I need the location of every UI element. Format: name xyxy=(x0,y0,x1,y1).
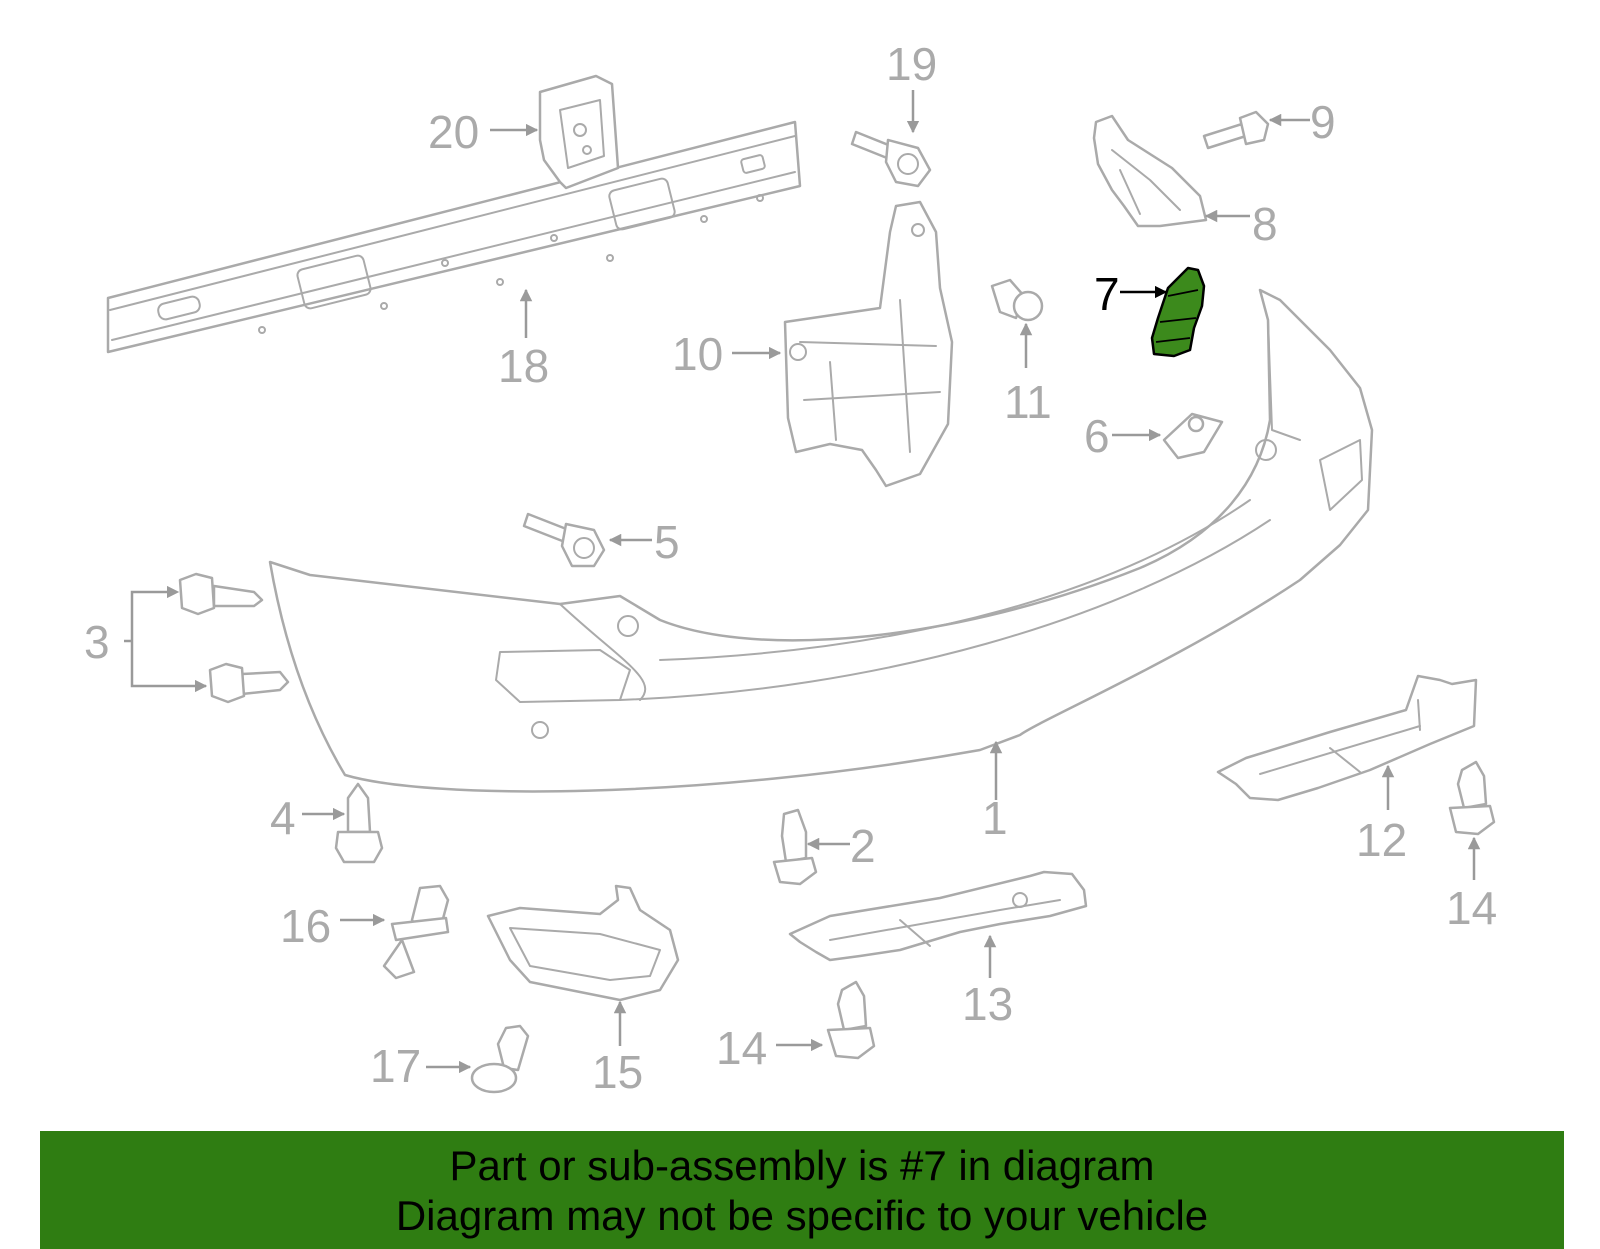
bolt-4-part xyxy=(334,782,384,864)
bracket-20-part xyxy=(538,74,620,190)
label-17: 17 xyxy=(370,1040,421,1092)
under-cover-12-part xyxy=(1216,674,1478,802)
label-11: 11 xyxy=(1004,376,1052,428)
label-12: 12 xyxy=(1356,814,1407,866)
highlighted-part-7[interactable] xyxy=(1150,266,1206,358)
label-13: 13 xyxy=(962,978,1013,1030)
clip-14-bottom-part xyxy=(826,980,876,1060)
label-16: 16 xyxy=(280,900,331,952)
label-14-right: 14 xyxy=(1446,882,1497,934)
push-clip-16-part xyxy=(382,884,450,980)
label-9: 9 xyxy=(1310,96,1336,148)
info-banner: Part or sub-assembly is #7 in diagram Di… xyxy=(40,1131,1564,1249)
label-20: 20 xyxy=(428,106,479,158)
bolt-19-part xyxy=(850,130,932,188)
label-6: 6 xyxy=(1084,410,1110,462)
label-2: 2 xyxy=(850,820,876,872)
screw-17-part xyxy=(470,1024,530,1094)
label-7[interactable]: 7 xyxy=(1094,268,1120,320)
bracket-8-part xyxy=(1092,114,1208,228)
bumper-cover-1-part xyxy=(268,288,1374,793)
nut-6-part xyxy=(1162,412,1224,460)
banner-line-2: Diagram may not be specific to your vehi… xyxy=(395,1192,1209,1239)
label-14-bottom: 14 xyxy=(716,1022,767,1074)
part-labels: 20 19 9 8 7 18 10 11 6 5 3 1 4 2 12 14 1… xyxy=(84,38,1497,1098)
under-cover-13-part xyxy=(788,870,1088,962)
label-5: 5 xyxy=(654,516,680,568)
label-1: 1 xyxy=(982,792,1008,844)
leader-lines xyxy=(124,90,1481,1074)
label-8: 8 xyxy=(1252,198,1278,250)
label-3: 3 xyxy=(84,616,110,668)
label-19: 19 xyxy=(886,38,937,90)
bolts-3-part xyxy=(178,572,290,704)
label-18: 18 xyxy=(498,340,549,392)
label-4: 4 xyxy=(270,792,296,844)
label-15: 15 xyxy=(592,1046,643,1098)
bezel-15-part xyxy=(486,884,680,1002)
side-bracket-10-part xyxy=(783,200,954,488)
clip-14-right-part xyxy=(1448,760,1496,836)
bolt-9-part xyxy=(1202,110,1270,150)
clip-11-part xyxy=(990,278,1044,322)
bolt-5-part xyxy=(522,512,606,568)
label-10: 10 xyxy=(672,328,723,380)
banner-line-1: Part or sub-assembly is #7 in diagram xyxy=(449,1142,1155,1189)
clip-2-part xyxy=(772,808,818,886)
